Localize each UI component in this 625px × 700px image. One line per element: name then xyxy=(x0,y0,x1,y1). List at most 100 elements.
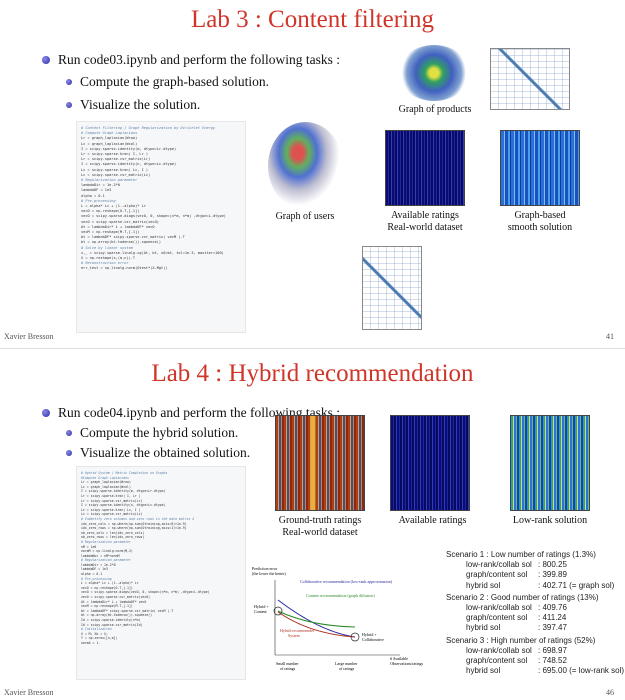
scenario-value: : 800.25 xyxy=(538,560,567,570)
code-line: Lr = graph_laplacian(Wrow) xyxy=(81,480,131,485)
scenario-spacer xyxy=(446,676,625,678)
slide2-subbullet: Compute the hybrid solution. xyxy=(66,425,238,441)
bullet-text: Compute the graph-based solution. xyxy=(80,74,269,89)
product-adjacency-matrix xyxy=(490,48,570,110)
code-line: X = np.reshape(x,(m,n)).T xyxy=(81,256,136,261)
code-line: Y = np.zeros([n,m]) xyxy=(81,636,118,641)
bullet-text: Compute the hybrid solution. xyxy=(80,425,239,440)
code-line: Lr = graph_laplacian(Wrow) xyxy=(81,136,138,141)
scenario-value: : 698.97 xyxy=(538,645,567,655)
hybrid-content-marker xyxy=(273,606,283,616)
user-adjacency-matrix xyxy=(362,246,422,330)
code-line: # Solve by linear system xyxy=(81,245,133,250)
code-line: Id = scipy.sparse.csr_matrix(Id) xyxy=(81,622,143,627)
scenario-method: hybrid sol xyxy=(466,580,501,590)
code-line: lambdaDir = 1e-2*0 xyxy=(81,183,120,188)
code-line: Lc = scipy.sparse.kron( Lc, I ) xyxy=(81,167,149,172)
scenario-row: low-rank/collab sol : 698.97 xyxy=(446,646,625,656)
code-line: # Regularization parameter xyxy=(81,178,138,183)
code-line: I = scipy.sparse.identity(n, dtype=Lc.dt… xyxy=(81,162,177,167)
hybrid-collab-marker xyxy=(350,632,360,642)
code-line: Lc = scipy.sparse.csr_matrix(Lc) xyxy=(81,512,143,517)
caption-low-rank: Low-rank solution xyxy=(512,515,588,526)
scenario-method: hybrid sol xyxy=(466,623,501,633)
scenario-row: low-rank/collab sol: 800.25 xyxy=(446,560,625,570)
small-ratings-label: Small number xyxy=(276,661,299,666)
scenario-title: Scenario 2 : Good number of ratings (13%… xyxy=(446,592,599,602)
code-line: vecO = np.reshape(O.T,[-1]) xyxy=(81,585,133,590)
bullet-icon xyxy=(66,79,72,85)
code-line: normM = np.linalg.norm(M,2) xyxy=(81,549,133,554)
scenario-row: hybrid sol : 397.47 xyxy=(446,623,625,633)
hybrid-curve xyxy=(277,611,356,638)
caption-graph-products: Graph of products xyxy=(398,104,472,115)
footer-author: Xavier Bresson xyxy=(4,332,54,341)
code-block: # Hybrid System / Matrix Completion on G… xyxy=(76,466,246,680)
ground-truth-heatmap xyxy=(275,415,365,511)
caption-graph-users: Graph of users xyxy=(275,211,335,222)
code-line: bt = np.array(bt.todense()).squeeze() xyxy=(81,240,162,245)
code-line: L = alpha* Lc + (1.-alpha)* Lr xyxy=(81,204,146,209)
code-line: L = alpha* Lc + (1.-alpha)* Lr xyxy=(81,581,139,586)
scenario-value: : 695.00 (= low-rank sol) xyxy=(538,666,625,676)
scenario-value: : 411.24 xyxy=(538,613,567,623)
code-line: # Initialization xyxy=(81,627,112,632)
content-curve xyxy=(277,610,356,628)
error-vs-ratings-diagram: Prediction error (the lower the better) … xyxy=(252,566,424,671)
code-block: # Content Filtering / Graph Regularizati… xyxy=(76,121,246,333)
code-line: Lc = graph_laplacian(Wcol) xyxy=(81,141,138,146)
code-line: x,_ = scipy.sparse.linalg.cg(At, bt, x0=… xyxy=(81,250,224,255)
graph-of-products-image xyxy=(398,45,470,101)
caption-line: Real-world dataset xyxy=(387,222,463,233)
hybrid-content-label: Content xyxy=(254,609,268,614)
available-ratings-heatmap xyxy=(385,130,465,206)
page-number: 46 xyxy=(606,688,614,697)
bullet-text: Run code04.ipynb and perform the followi… xyxy=(58,405,340,420)
hybrid-label: Hybrid recommender xyxy=(280,628,315,633)
code-line: vecM = np.reshape(M.T,[-1]) xyxy=(81,604,133,609)
page-number: 41 xyxy=(606,332,614,341)
code-line: bt = np.array(bt.todense()).squeeze() xyxy=(81,613,153,618)
code-line: lambdaDF = 1e3 xyxy=(81,567,108,572)
code-line: bt = lambdaDF* scipy.sparse.csr_matrix( … xyxy=(81,235,185,240)
code-line: At = lambdaDir* L + lambdaDF* vecO xyxy=(81,224,155,229)
caption-line: Available ratings xyxy=(391,210,459,221)
code-line: # Regularization parameter xyxy=(81,558,131,563)
scenario-value: : 748.52 xyxy=(538,656,567,666)
code-line: nM = 1e0 xyxy=(81,544,97,549)
code-line: # Content Filtering / Graph Regularizati… xyxy=(81,126,216,130)
scenario-value: : 397.47 xyxy=(538,623,567,633)
scenario-method: low-rank/collab sol xyxy=(466,645,532,655)
scenario-method: graph/content sol xyxy=(466,613,528,623)
x-label: Observations/ratings xyxy=(390,661,424,666)
smooth-solution-heatmap xyxy=(500,130,580,206)
code-line: bt = lambdaDF* scipy.sparse.csr_matrix( … xyxy=(81,608,174,613)
bullet-icon xyxy=(42,56,50,64)
code-line: vecO = scipy.sparse.csr_matrix(vecO) xyxy=(81,595,151,600)
code-line: # Compute Graph Laplacians xyxy=(81,131,138,136)
slide1-bullet: Run code03.ipynb and perform the followi… xyxy=(42,52,340,68)
content-label: Content recommendation (graph diffusion) xyxy=(306,593,375,598)
scenario-row: low-rank/collab sol: 409.76 xyxy=(446,603,625,613)
scenario-method: low-rank/collab sol xyxy=(466,603,532,613)
collab-label: Collaborative recommendation (low-rank a… xyxy=(300,579,393,584)
y-label: Prediction error xyxy=(252,566,278,571)
code-line: idx_zero_rows = np.where(np.sum(Otrainin… xyxy=(81,526,187,531)
code-line: lambdaDir = 1e-2*0 xyxy=(81,562,116,567)
code-line: vecO = scipy.sparse.diags(vecO, 0, shape… xyxy=(81,590,210,595)
slide1-subbullet: Visualize the solution. xyxy=(66,97,200,113)
bullet-text: Run code03.ipynb and perform the followi… xyxy=(58,52,340,67)
bullet-icon xyxy=(66,430,72,436)
scenario-value: : 399.89 xyxy=(538,570,567,580)
code-line: Lr = scipy.sparse.csr_matrix(Lr) xyxy=(81,498,143,503)
code-line: vecO = np.reshape(O.T,[-1]) xyxy=(81,209,140,214)
scenario-row: graph/content sol : 399.89 xyxy=(446,570,625,580)
code-line: alpha = 0.1 xyxy=(81,572,103,577)
code-line: Lr = scipy.sparse.kron( I, Lr ) xyxy=(81,152,149,157)
scenario-method: graph/content sol xyxy=(466,570,528,580)
code-line: Lr = scipy.sparse.csr_matrix(Lr) xyxy=(81,157,151,162)
slide1-title: Lab 3 : Content filtering xyxy=(190,6,434,33)
scenario-value: : 402.71 (= graph sol) xyxy=(538,580,615,590)
code-line: vecO = scipy.sparse.diags(vecO, 0, shape… xyxy=(81,214,226,219)
available-ratings-heatmap xyxy=(390,415,470,511)
